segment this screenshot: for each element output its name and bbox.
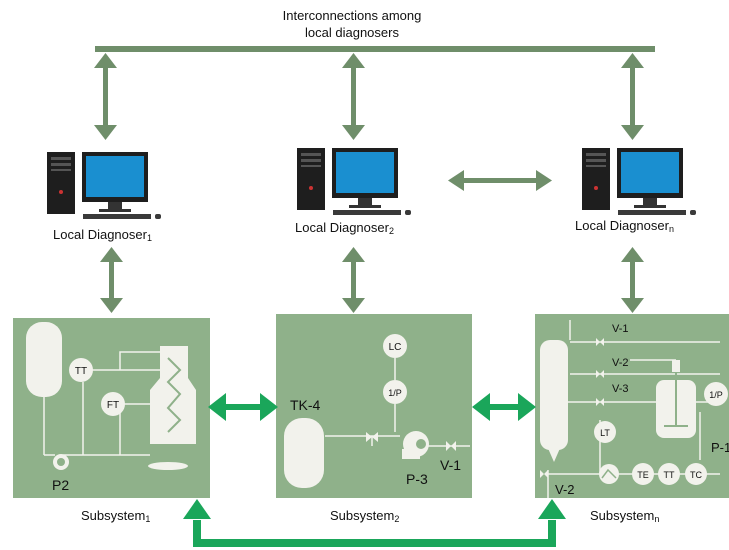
ft-instrument: [101, 392, 125, 416]
local-diagnoser-n-label: Local Diagnosern: [575, 218, 674, 234]
subsystem-n-equipment: [540, 320, 720, 498]
lt-instrument: [594, 421, 616, 443]
subsystem-2-label: Subsystem2: [330, 508, 400, 524]
subsystem-links: [183, 393, 566, 547]
computer-icon-n: [582, 148, 696, 215]
diagram-title: Interconnections among local diagnosers: [228, 7, 476, 41]
v2-tag-n: V-2: [612, 357, 629, 369]
tc-instrument: [685, 463, 707, 485]
computer-icon-1: [47, 152, 161, 219]
local-diagnoser-1-label: Local Diagnoser1: [53, 227, 152, 243]
subsystem-n-label: Subsystemn: [590, 508, 660, 524]
v1-tag-2: V-1: [440, 457, 461, 473]
tt-instrument-1: [69, 358, 93, 382]
ip-instrument-n: [704, 382, 728, 406]
ip-instrument-2: [383, 380, 407, 404]
bus-links: [94, 53, 644, 313]
tk4-tag: TK-4: [290, 397, 321, 413]
p1-tag: P-1: [711, 440, 729, 455]
lc-instrument: [383, 334, 407, 358]
subsystem-1-equipment: [26, 322, 196, 470]
subsystem-1-label: Subsystem1: [81, 508, 151, 524]
tc-tag: TC: [690, 470, 702, 480]
title-line-1: Interconnections among: [282, 8, 422, 23]
v1-tag-n: V-1: [612, 323, 629, 335]
te-instrument: [632, 463, 654, 485]
computer-icon-2: [297, 148, 411, 215]
local-diagnoser-2-label: Local Diagnoser2: [295, 220, 394, 236]
tt-instrument-n: [658, 463, 680, 485]
tt-tag-n: TT: [664, 470, 675, 480]
subsystem-2-equipment: [284, 358, 470, 488]
p3-tag: P-3: [406, 471, 428, 487]
tt-tag: TT: [75, 366, 87, 377]
interconnection-bus: [95, 46, 655, 52]
ft-tag: FT: [107, 400, 119, 411]
ip-tag-2: 1/P: [388, 388, 402, 398]
p2-tag: P2: [52, 477, 69, 493]
v2-vessel-tag: V-2: [555, 482, 575, 497]
te-tag: TE: [637, 470, 649, 480]
title-line-2: local diagnosers: [305, 25, 399, 40]
lt-tag: LT: [600, 428, 610, 438]
v3-tag-n: V-3: [612, 383, 629, 395]
lc-tag: LC: [389, 342, 402, 353]
ip-tag-n: 1/P: [709, 390, 723, 400]
